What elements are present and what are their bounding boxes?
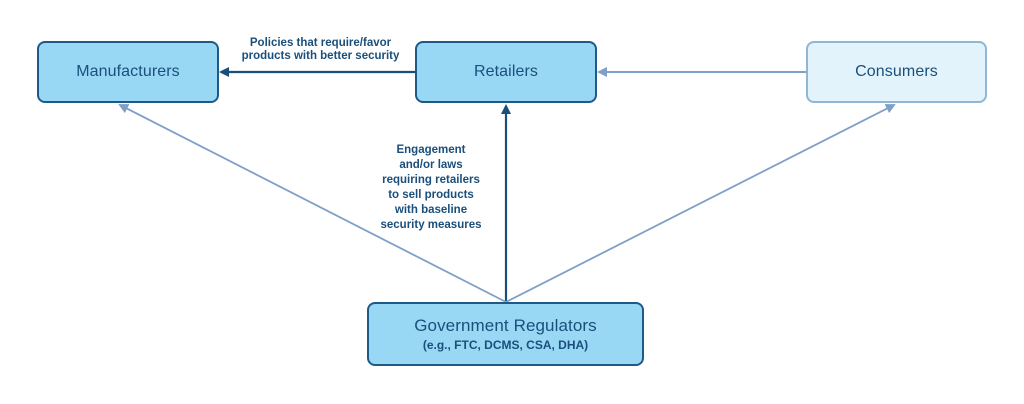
retailers-label: Retailers [473,63,539,80]
arrow-regulators-to-consumers [505,104,896,303]
policies-edge-label: Policies that require/favor products wit… [241,37,400,62]
node-government-regulators: Government Regulators (e.g., FTC, DCMS, … [367,302,644,366]
manufacturers-label: Manufacturers [76,63,180,80]
consumers-label: Consumers [855,63,938,80]
government-regulators-examples: (e.g., FTC, DCMS, CSA, DHA) [422,338,589,352]
node-manufacturers: Manufacturers [37,41,219,103]
arrow-regulators-to-manufacturers [118,104,507,303]
engagement-edge-label: Engagement and/or laws requiring retaile… [380,144,482,231]
node-retailers: Retailers [415,41,597,103]
government-regulators-label: Government Regulators [414,316,597,335]
node-consumers: Consumers [806,41,987,103]
